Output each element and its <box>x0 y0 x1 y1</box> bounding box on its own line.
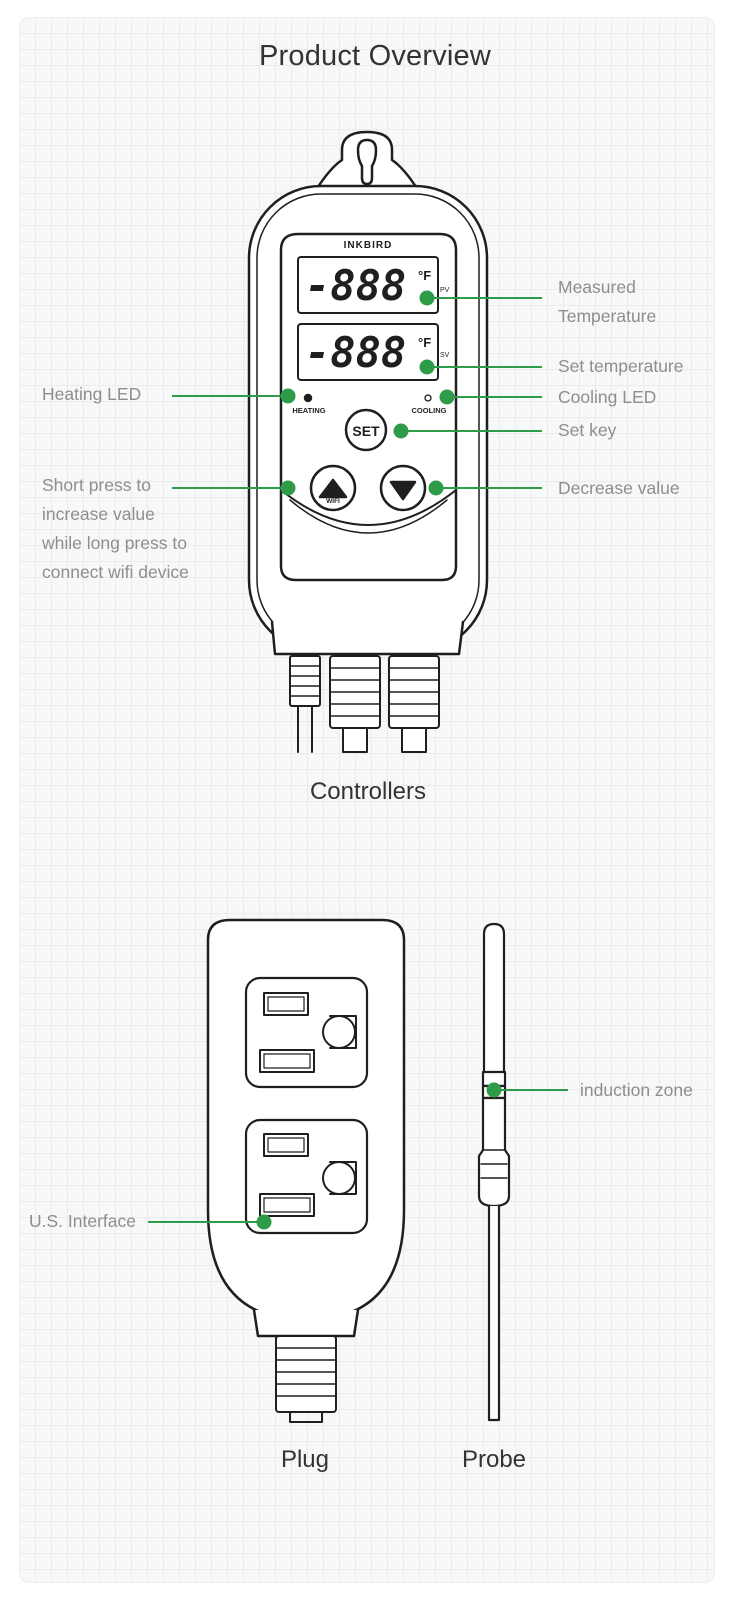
label-heating-led: Heating LED <box>42 384 142 404</box>
sv-unit: °F <box>418 335 431 350</box>
label-induction-zone: induction zone <box>580 1080 693 1100</box>
caption-controllers: Controllers <box>309 778 427 805</box>
caption-plug: Plug <box>280 1446 330 1473</box>
slot-b1 <box>263 1133 309 1157</box>
cooling-led-dot <box>424 394 432 402</box>
slot-b2 <box>259 1193 315 1217</box>
page-title: Product Overview <box>258 40 492 72</box>
slot-a2-inner <box>263 1053 311 1069</box>
plug-grommet-ribs <box>275 1347 337 1397</box>
label-set-temperature: Set temperature <box>558 356 684 376</box>
callout-lines <box>148 297 568 1223</box>
probe-handle <box>477 1096 511 1208</box>
controller-device <box>247 130 489 753</box>
slot-b2-inner <box>263 1197 311 1213</box>
slot-a2 <box>259 1049 315 1073</box>
outlet-top <box>244 976 369 1089</box>
down-arrow-icon <box>389 480 417 501</box>
button-arc <box>280 489 457 526</box>
brand-logo: INKBIRD <box>344 240 393 251</box>
label-set-key: Set key <box>558 420 617 440</box>
button-arc-inner <box>289 499 448 534</box>
wifi-tag: WIFI <box>326 498 340 505</box>
hanger-tab <box>314 130 420 192</box>
ground-a-circle <box>322 1015 356 1049</box>
sv-display <box>297 323 439 381</box>
set-button-label: SET <box>352 423 380 439</box>
heating-tag: HEATING <box>292 406 325 415</box>
cooling-tag: COOLING <box>412 406 447 415</box>
set-button-shape <box>344 408 388 452</box>
label-cooling-led: Cooling LED <box>558 387 657 407</box>
plug-collar <box>252 1308 360 1338</box>
label-decrease-value: Decrease value <box>558 478 680 498</box>
hanger-hole <box>356 138 378 186</box>
slot-a1 <box>263 992 309 1016</box>
caption-probe: Probe <box>461 1446 527 1473</box>
outlet-bottom <box>244 1118 369 1235</box>
sv-digits: -888 <box>305 328 406 377</box>
probe-tip <box>482 922 506 1074</box>
grommet-ribs <box>289 665 440 717</box>
label-increase-value: Short press to increase value while long… <box>42 475 189 582</box>
sv-tag: SV <box>440 352 450 359</box>
down-button-shape <box>379 464 427 512</box>
up-arrow-icon <box>318 478 348 499</box>
pv-display <box>297 256 439 314</box>
heating-led-dot <box>303 393 313 403</box>
slot-a1-inner <box>267 996 305 1012</box>
label-measured-temperature: Measured Temperature <box>558 277 657 326</box>
pv-unit: °F <box>418 268 431 283</box>
pv-tag: PV <box>440 287 450 294</box>
cable-stubs <box>297 705 427 753</box>
ground-b-circle <box>322 1161 356 1195</box>
label-us-interface: U.S. Interface <box>29 1211 136 1231</box>
callout-dots <box>256 290 502 1230</box>
up-button-shape <box>309 464 357 512</box>
probe-cable <box>487 1204 501 1422</box>
slot-b1-inner <box>267 1137 305 1153</box>
bottom-collar <box>270 620 465 656</box>
pv-digits: -888 <box>305 261 406 310</box>
plug-cable-stub <box>289 1411 323 1423</box>
probe-device <box>477 922 511 1422</box>
plug-device <box>206 918 406 1423</box>
